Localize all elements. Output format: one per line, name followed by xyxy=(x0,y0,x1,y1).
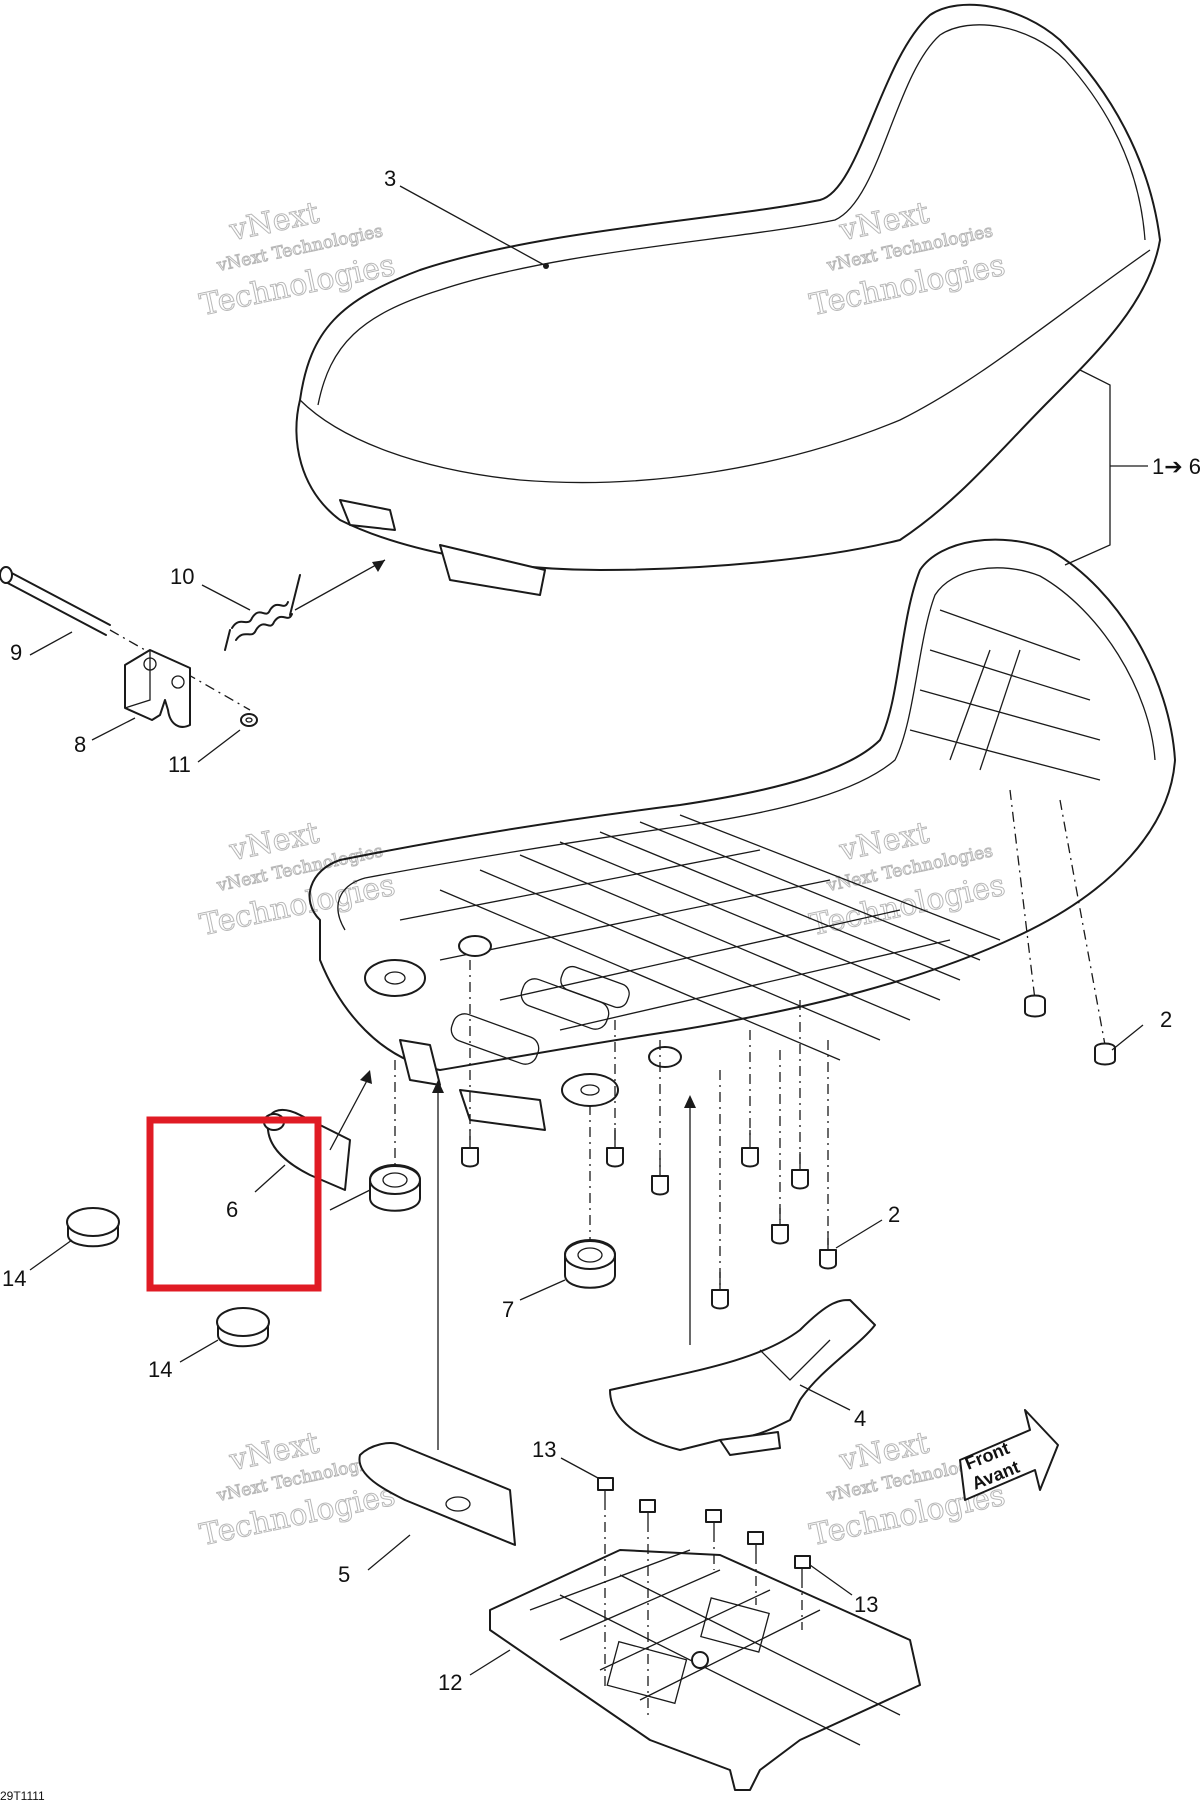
highlight-box xyxy=(146,1116,322,1292)
grommet-part[interactable] xyxy=(564,1105,616,1289)
seat-cover-part[interactable] xyxy=(295,3,1161,596)
watermark-top-right: vNext vNext Technologies Technologies xyxy=(806,195,1008,324)
bolt xyxy=(794,1555,811,1630)
seat-base-part[interactable] xyxy=(308,538,1176,1131)
callout-11: 11 xyxy=(168,752,191,777)
grommet-part[interactable] xyxy=(329,1060,421,1212)
callout-13-lower: 13 xyxy=(854,1592,878,1617)
skid-plate-part[interactable] xyxy=(489,1549,921,1791)
fastener-screw xyxy=(461,960,479,1168)
watermark-mid-right: vNext vNext Technologies Technologies xyxy=(806,815,1008,944)
drawing-code: 29T1111 xyxy=(0,1789,45,1803)
fastener-screw xyxy=(1059,799,1116,1066)
bolt xyxy=(597,1477,614,1690)
fastener-screw xyxy=(771,1050,789,1245)
callout-5: 5 xyxy=(338,1562,350,1587)
fastener-screw xyxy=(791,1000,809,1190)
seat-base-ribs xyxy=(399,609,1101,1061)
watermark-mid-left: vNext vNext Technologies Technologies xyxy=(196,815,398,944)
shield-part[interactable] xyxy=(609,1095,876,1456)
front-direction-arrow: Front Avant xyxy=(959,1409,1059,1501)
pad-part[interactable] xyxy=(358,1080,516,1546)
fastener-screw xyxy=(741,1030,759,1168)
part-6-arrow-leader xyxy=(329,1074,371,1151)
rod-part[interactable] xyxy=(0,566,251,711)
callout-2-upper: 2 xyxy=(1160,1007,1172,1032)
bracket-part[interactable] xyxy=(124,649,191,728)
bolt xyxy=(705,1509,722,1570)
callout-12: 12 xyxy=(438,1670,462,1695)
callout-8: 8 xyxy=(74,732,86,757)
callout-1-to-6: 1➔ 6 xyxy=(1152,454,1200,479)
bolt xyxy=(747,1531,764,1605)
cap-part[interactable] xyxy=(216,1307,270,1348)
callout-9: 9 xyxy=(10,640,22,665)
callout-6: 6 xyxy=(226,1197,238,1222)
callout-3: 3 xyxy=(384,166,396,191)
bolt-set-part-13[interactable] xyxy=(597,1477,811,1720)
cap-part[interactable] xyxy=(66,1207,120,1248)
watermark-bottom-left: vNext vNext Technologies Technologies xyxy=(196,1425,398,1554)
fastener-screw xyxy=(1009,789,1046,1018)
callout-2-lower: 2 xyxy=(888,1202,900,1227)
watermark-top-left: vNext vNext Technologies Technologies xyxy=(196,195,398,324)
callout-14-lower: 14 xyxy=(148,1357,172,1382)
fastener-screw xyxy=(606,1020,624,1168)
assembly-bracket xyxy=(1064,369,1111,566)
part-6-pad[interactable] xyxy=(263,1070,372,1191)
callout-13-upper: 13 xyxy=(532,1437,556,1462)
callout-leaders xyxy=(29,185,1144,1676)
callout-4: 4 xyxy=(854,1406,866,1431)
fastener-set-part-2[interactable] xyxy=(461,789,1116,1310)
callout-7: 7 xyxy=(502,1297,514,1322)
fastener-screw xyxy=(819,1040,837,1270)
fastener-screw xyxy=(711,1070,729,1310)
fastener-screw xyxy=(651,1040,669,1196)
callout-10: 10 xyxy=(170,564,194,589)
spring-part[interactable] xyxy=(224,559,386,651)
callout-14-left: 14 xyxy=(2,1266,26,1291)
bolt xyxy=(639,1499,656,1720)
washer-part[interactable] xyxy=(240,713,258,727)
